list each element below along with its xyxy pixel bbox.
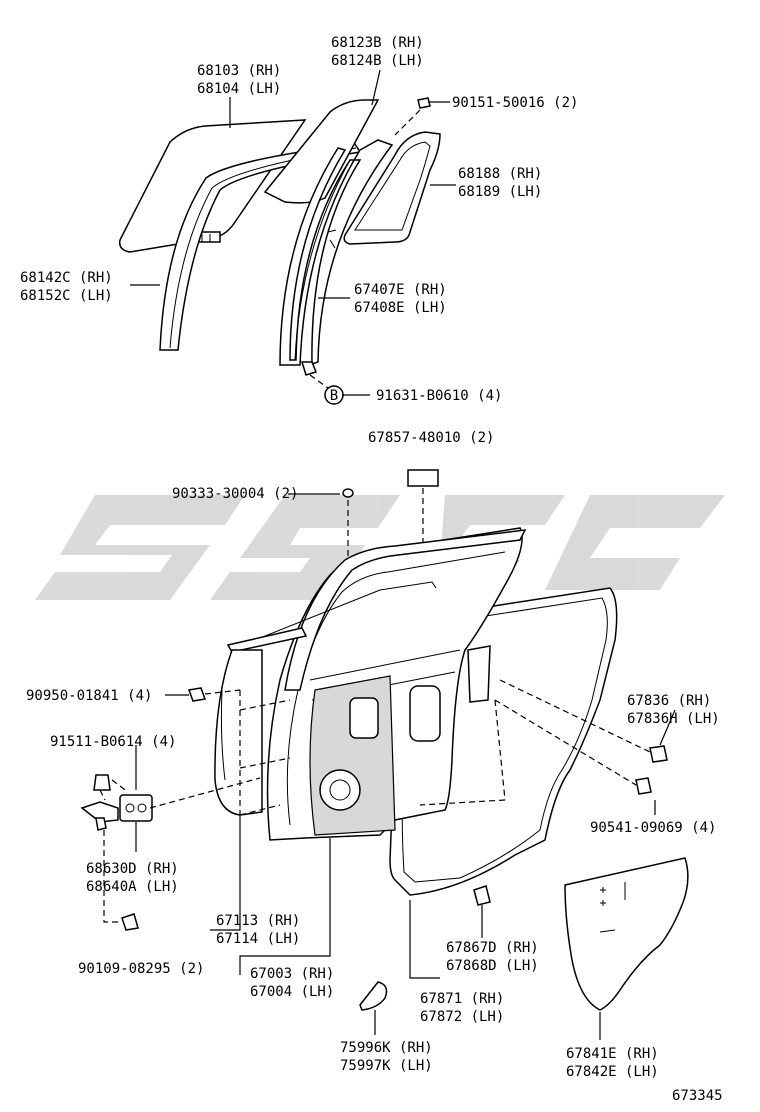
label-67113: 67113 (RH)	[216, 913, 300, 929]
cover-75996k	[359, 981, 388, 1011]
label-67841e: 67841E (RH)	[566, 1046, 659, 1062]
label-68189: 68189 (LH)	[458, 184, 542, 200]
plug-90333	[342, 488, 354, 498]
quarter-glass-68123b	[263, 99, 380, 204]
label-90950: 90950-01841 (4)	[26, 688, 152, 704]
label-75996k: 75996K (RH)	[340, 1040, 433, 1056]
label-67114: 67114 (LH)	[216, 931, 300, 947]
bolt-letter: B	[330, 388, 338, 404]
clip-67867d-icon	[473, 885, 491, 906]
label-67003: 67003 (RH)	[250, 966, 334, 982]
clip-67836-icon	[649, 745, 668, 763]
label-68640a: 68640A (LH)	[86, 879, 179, 895]
pad-67857	[407, 469, 439, 487]
label-67004: 67004 (LH)	[250, 984, 334, 1000]
glass-run-68142c	[159, 143, 362, 351]
hinge-bolt-91511-icon	[93, 774, 111, 791]
label-67868d: 67868D (LH)	[446, 958, 539, 974]
bolt-90109-icon	[121, 913, 139, 931]
label-90541: 90541-09069 (4)	[590, 820, 716, 836]
label-91511: 91511-B0614 (4)	[50, 734, 176, 750]
label-68142c: 68142C (RH)	[20, 270, 113, 286]
label-68103: 68103 (RH)	[197, 63, 281, 79]
figure-code: 673345	[672, 1088, 723, 1104]
quarter-glass-inner	[354, 141, 431, 231]
label-68124b: 68124B (LH)	[331, 53, 424, 69]
label-67867d: 67867D (RH)	[446, 940, 539, 956]
label-67836h: 67836H (LH)	[627, 711, 720, 727]
label-90333: 90333-30004 (2)	[172, 486, 298, 502]
label-68630d: 68630D (RH)	[86, 861, 179, 877]
label-90109: 90109-08295 (2)	[78, 961, 204, 977]
service-hole-cover-67841e	[564, 857, 689, 1011]
label-67872: 67872 (LH)	[420, 1009, 504, 1025]
label-67857: 67857-48010 (2)	[368, 430, 494, 446]
hinge-68630d	[80, 794, 153, 831]
quarter-glass-68188	[343, 131, 441, 245]
label-67407e: 67407E (RH)	[354, 282, 447, 298]
label-75997k: 75997K (LH)	[340, 1058, 433, 1074]
label-68104: 68104 (LH)	[197, 81, 281, 97]
label-68123b: 68123B (RH)	[331, 35, 424, 51]
label-90151: 90151-50016 (2)	[452, 95, 578, 111]
bolt-91631-icon: B	[300, 361, 344, 405]
label-68188: 68188 (RH)	[458, 166, 542, 182]
division-bar-67407e	[279, 139, 394, 366]
clip-90950-icon	[187, 687, 207, 702]
callout-labels: 68103 (RH) 68104 (LH) 68123B (RH) 68124B…	[20, 35, 723, 1104]
label-91631: 91631-B0610 (4)	[376, 388, 502, 404]
label-67871: 67871 (RH)	[420, 991, 504, 1007]
screw-90151-icon	[417, 97, 450, 109]
belt-molding	[226, 627, 308, 653]
label-67836: 67836 (RH)	[627, 693, 711, 709]
label-67842e: 67842E (LH)	[566, 1064, 659, 1080]
label-68152c: 68152C (LH)	[20, 288, 113, 304]
label-67408e: 67408E (LH)	[354, 300, 447, 316]
cap-90541-icon	[635, 777, 652, 795]
